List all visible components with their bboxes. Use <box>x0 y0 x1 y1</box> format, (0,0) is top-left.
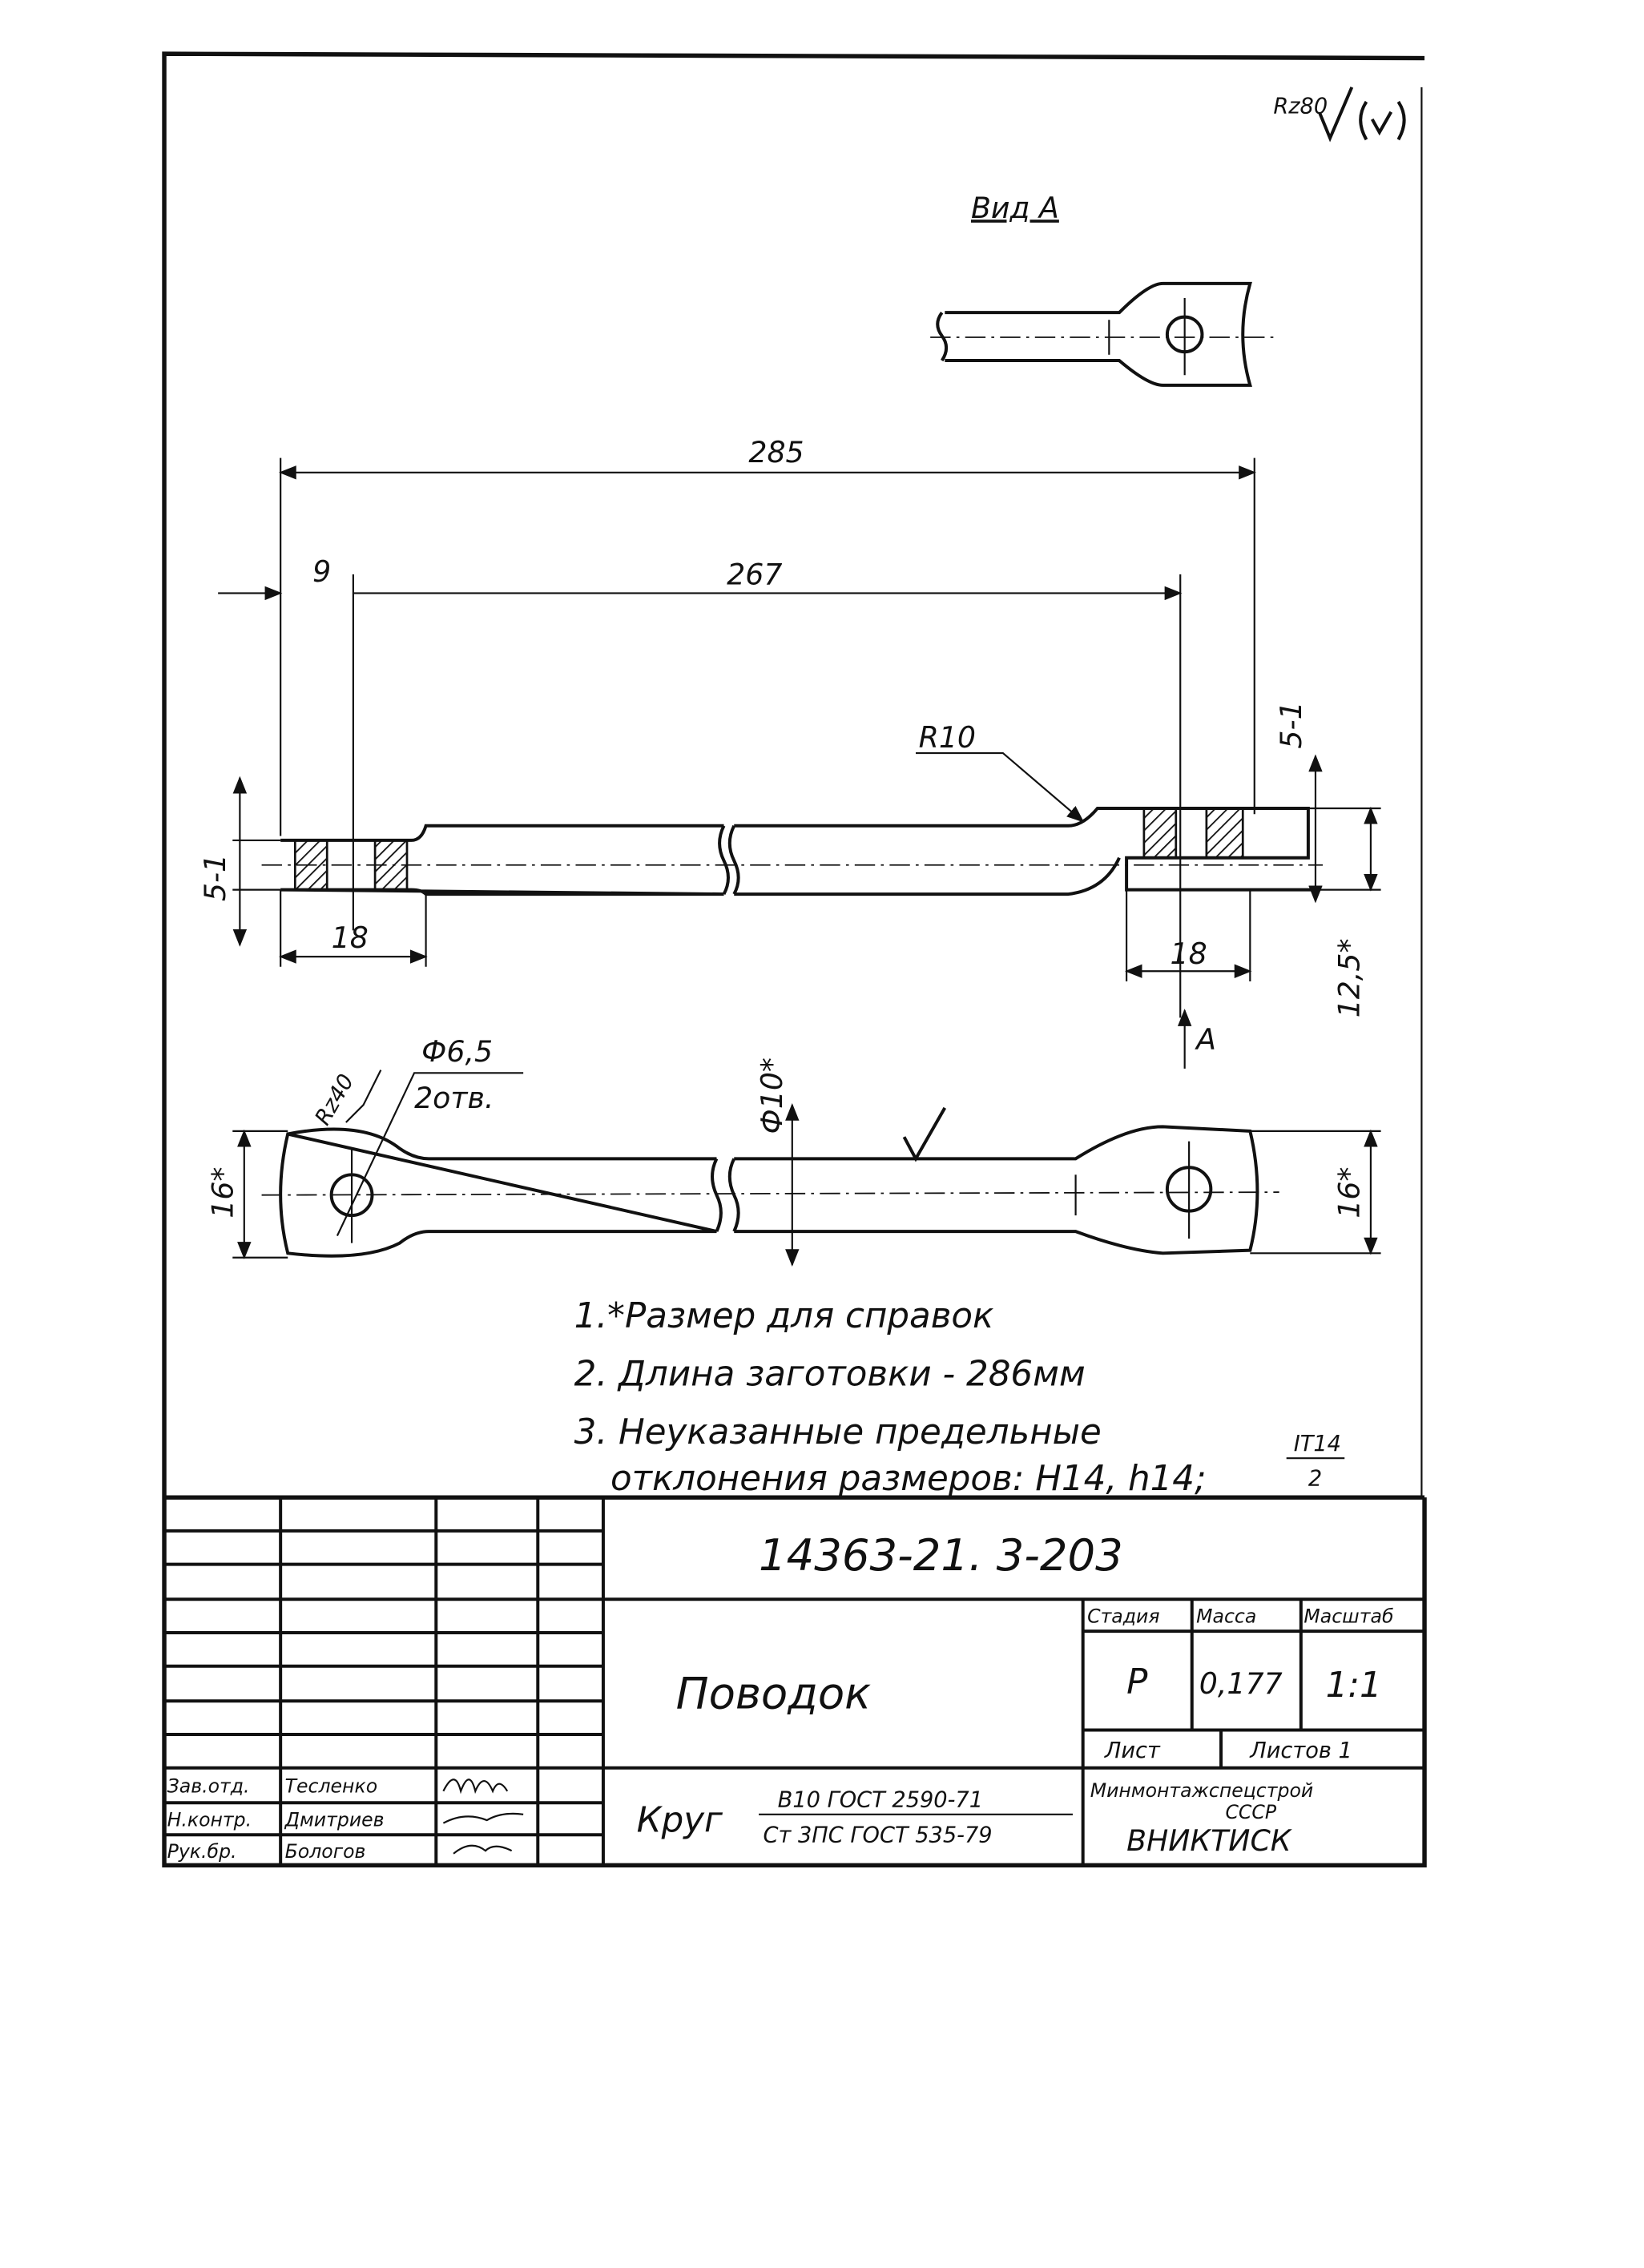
view-a-label: Вид А <box>971 191 1059 225</box>
material-bottom: Ст 3ПС ГОСТ 535-79 <box>764 1823 993 1847</box>
organization-line1: Минмонтажспецстрой <box>1090 1779 1313 1802</box>
organization-line3: ВНИКТИСК <box>1126 1823 1293 1858</box>
part-name: Поводок <box>676 1667 871 1718</box>
roughness-hole-label: Rz40 <box>310 1070 359 1130</box>
roughness-rod-symbol <box>902 1106 947 1162</box>
flat-right-label: 18 <box>1171 937 1207 971</box>
general-roughness-symbol: Rz80 <box>1273 87 1406 143</box>
signature-3 <box>453 1844 513 1855</box>
signature-1 <box>442 1779 509 1795</box>
view-a: Вид А <box>930 191 1279 387</box>
flat-left-label: 18 <box>332 920 369 955</box>
sign-name-3: Бологов <box>285 1840 366 1863</box>
dim-267-label: 267 <box>727 558 782 592</box>
sheets-label: Листов 1 <box>1249 1738 1352 1763</box>
dim-285-label: 285 <box>748 435 804 469</box>
document-number: 14363-21. 3-203 <box>759 1529 1123 1581</box>
note-1: 1.*Размер для справок <box>574 1296 994 1336</box>
note-3: 3. Неуказанные предельные <box>574 1412 1102 1452</box>
material-prefix: Круг <box>637 1801 723 1841</box>
sign-name-1: Тесленко <box>285 1775 378 1798</box>
material-top: В10 ГОСТ 2590-71 <box>778 1788 983 1813</box>
hole-diameter-label: Ф6,5 <box>421 1034 493 1069</box>
width-left-label: 16* <box>205 1166 240 1218</box>
sheet-label: Лист <box>1104 1738 1161 1763</box>
note-3-continued: отклонения размеров: Н14, h14; <box>610 1459 1207 1499</box>
sign-name-2: Дмитриев <box>284 1808 385 1831</box>
view-marker-label: А <box>1195 1022 1216 1057</box>
roughness-label: Rz80 <box>1273 95 1328 119</box>
hole-count-label: 2отв. <box>414 1081 494 1115</box>
dimension-267: 267 9 <box>218 554 1183 1018</box>
dimension-285: 285 <box>278 435 1256 836</box>
sign-role-1: Зав.отд. <box>167 1775 250 1798</box>
frame <box>162 51 1427 1868</box>
signature-2 <box>442 1812 524 1824</box>
rod-diameter-label: Ф10* <box>755 1057 789 1134</box>
width-right-label: 16* <box>1332 1166 1366 1218</box>
scale-value: 1:1 <box>1326 1666 1382 1706</box>
note-2: 2. Длина заготовки - 286мм <box>574 1354 1086 1394</box>
side-view: 5-1 18 5-1 12,5* 18 R10 А <box>198 701 1381 1069</box>
offset-height-label: 12,5* <box>1332 938 1366 1017</box>
thickness-right-label: 5-1 <box>1274 701 1308 748</box>
tolerance-numerator: IT14 <box>1294 1432 1341 1456</box>
title-block: 14363-21. 3-203 Поводок Стадия Масса Мас… <box>164 1495 1425 1866</box>
radius-bend-label: R10 <box>919 720 976 755</box>
plan-view: 16* 16* Ф10* Ф6,5 2отв. Rz40 <box>205 1034 1381 1267</box>
tolerance-denominator: 2 <box>1308 1467 1322 1492</box>
organization-line2: СССР <box>1225 1801 1276 1823</box>
header-mass: Масса <box>1196 1605 1256 1627</box>
header-stage: Стадия <box>1087 1605 1159 1627</box>
thickness-left-label: 5-1 <box>198 854 232 901</box>
sign-role-2: Н.контр. <box>167 1808 252 1831</box>
technical-notes: 1.*Размер для справок 2. Длина заготовки… <box>574 1296 1345 1499</box>
stage-value: Р <box>1126 1662 1148 1702</box>
dim-9-label: 9 <box>312 554 331 589</box>
mass-value: 0,177 <box>1199 1666 1283 1701</box>
header-scale: Масштаб <box>1304 1605 1393 1627</box>
sign-role-3: Рук.бр. <box>167 1840 237 1863</box>
